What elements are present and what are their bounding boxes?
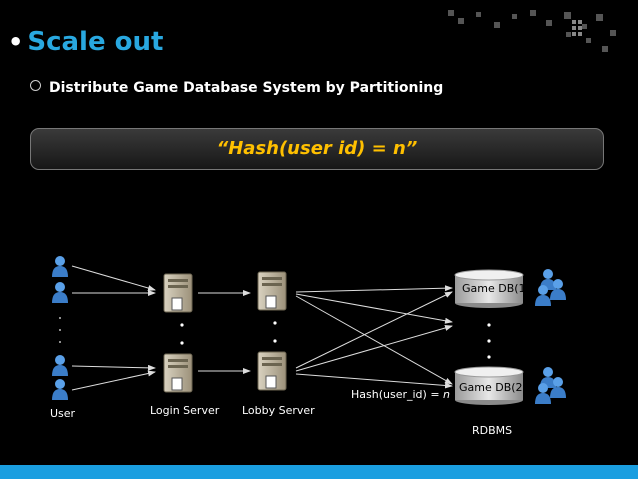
admin-group-icon xyxy=(535,367,566,404)
login-ellipsis xyxy=(180,323,184,345)
db-ellipsis xyxy=(487,323,491,359)
user-icon xyxy=(52,379,68,400)
slide-title-text: Scale out xyxy=(27,27,164,57)
formula-box xyxy=(30,128,604,170)
subtitle: Distribute Game Database System by Parti… xyxy=(30,80,443,96)
lobby-server-icon xyxy=(257,351,287,391)
hash-label-prefix: Hash(user_id) = xyxy=(351,388,444,401)
lobby-server-label: Lobby Server xyxy=(242,404,315,417)
login-server-icon xyxy=(163,273,193,313)
subtitle-text: Distribute Game Database System by Parti… xyxy=(49,80,444,96)
user-ellipsis xyxy=(59,317,61,343)
hash-label: Hash(user_id) = n xyxy=(351,388,450,401)
bottom-accent-bar xyxy=(0,465,638,479)
corner-decoration xyxy=(446,8,626,62)
user-icon xyxy=(52,282,68,303)
db-cylinder-bottom xyxy=(454,366,524,405)
db-cylinder-top xyxy=(454,269,524,308)
lobby-db-arrows xyxy=(295,285,453,389)
formula-text: “Hash(user id) = n” xyxy=(216,138,418,159)
user-icon xyxy=(52,355,68,376)
user-login-arrows xyxy=(71,265,156,391)
circle-bullet-icon xyxy=(30,80,41,91)
user-label: User xyxy=(50,407,76,420)
rdbms-label: RDBMS xyxy=(472,424,513,437)
login-server-icon xyxy=(163,353,193,393)
login-server-label: Login Server xyxy=(150,404,220,417)
db-top-label: Game DB(1) xyxy=(462,282,530,295)
db-bottom-label: Game DB(26) xyxy=(459,381,534,394)
login-lobby-arrows xyxy=(198,290,251,374)
hash-label-var: n xyxy=(443,388,451,401)
lobby-ellipsis xyxy=(273,321,277,343)
bullet-icon: • xyxy=(8,28,24,56)
slide-title: •Scale out xyxy=(8,27,163,57)
admin-group-icon xyxy=(535,269,566,306)
user-icon xyxy=(52,256,68,277)
lobby-server-icon xyxy=(257,271,287,311)
